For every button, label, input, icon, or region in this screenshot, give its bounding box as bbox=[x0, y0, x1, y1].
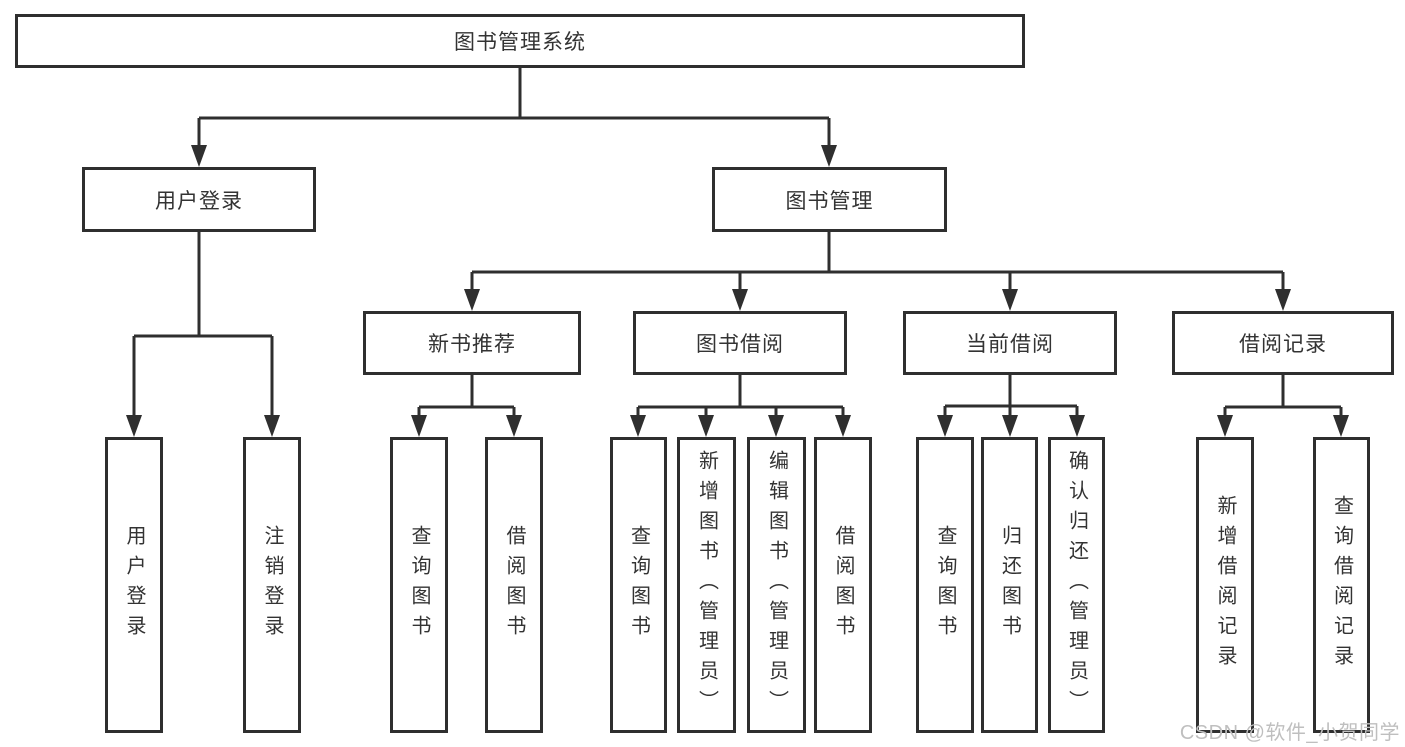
leaf-borrow-books: 借阅图书 bbox=[814, 437, 872, 733]
leaf-add-borrow-record: 新增借阅记录 bbox=[1196, 437, 1254, 733]
node-book-management: 图书管理 bbox=[712, 167, 947, 232]
node-new-book-recommend-label: 新书推荐 bbox=[428, 333, 516, 356]
node-borrow-records: 借阅记录 bbox=[1172, 311, 1394, 375]
leaf-return-book: 归还图书 bbox=[981, 437, 1038, 733]
leaf-query-borrow-record-label: 查询借阅记录 bbox=[1330, 495, 1353, 675]
node-book-borrow-label: 图书借阅 bbox=[696, 333, 784, 356]
node-book-borrow: 图书借阅 bbox=[633, 311, 847, 375]
leaf-add-borrow-record-label: 新增借阅记录 bbox=[1214, 495, 1236, 675]
leaf-edit-book-admin: 编辑图书（管理员） bbox=[747, 437, 806, 733]
node-book-management-label: 图书管理 bbox=[785, 189, 874, 213]
leaf-query-books-borrow: 查询图书 bbox=[610, 437, 667, 733]
leaf-user-login: 用户登录 bbox=[105, 437, 163, 733]
leaf-query-books-recommend: 查询图书 bbox=[390, 437, 448, 733]
leaf-confirm-return-admin: 确认归还（管理员） bbox=[1048, 437, 1105, 733]
leaf-logout: 注销登录 bbox=[243, 437, 301, 733]
leaf-edit-book-admin-label: 编辑图书（管理员） bbox=[765, 450, 788, 720]
leaf-add-book-admin: 新增图书（管理员） bbox=[677, 437, 736, 733]
node-borrow-records-label: 借阅记录 bbox=[1239, 333, 1327, 356]
leaf-query-books-current: 查询图书 bbox=[916, 437, 974, 733]
leaf-add-book-admin-label: 新增图书（管理员） bbox=[695, 450, 718, 720]
leaf-return-book-label: 归还图书 bbox=[998, 525, 1021, 645]
leaf-query-books-current-label: 查询图书 bbox=[934, 525, 956, 645]
node-library-system: 图书管理系统 bbox=[15, 14, 1025, 68]
leaf-query-books-borrow-label: 查询图书 bbox=[627, 525, 650, 645]
node-library-system-label: 图书管理系统 bbox=[454, 31, 586, 54]
node-new-book-recommend: 新书推荐 bbox=[363, 311, 581, 375]
leaf-borrow-books-recommend-label: 借阅图书 bbox=[503, 525, 525, 645]
leaf-user-login-label: 用户登录 bbox=[123, 525, 145, 645]
leaf-borrow-books-label: 借阅图书 bbox=[832, 525, 854, 645]
node-user-login-label: 用户登录 bbox=[155, 189, 243, 213]
csdn-watermark: CSDN @软件_小贺同学 bbox=[1179, 722, 1400, 744]
node-current-borrow-label: 当前借阅 bbox=[966, 333, 1054, 356]
leaf-borrow-books-recommend: 借阅图书 bbox=[485, 437, 543, 733]
leaf-query-borrow-record: 查询借阅记录 bbox=[1313, 437, 1370, 733]
node-user-login: 用户登录 bbox=[82, 167, 316, 232]
leaf-query-books-recommend-label: 查询图书 bbox=[408, 525, 430, 645]
leaf-logout-label: 注销登录 bbox=[261, 525, 283, 645]
node-current-borrow: 当前借阅 bbox=[903, 311, 1117, 375]
leaf-confirm-return-admin-label: 确认归还（管理员） bbox=[1065, 450, 1088, 720]
